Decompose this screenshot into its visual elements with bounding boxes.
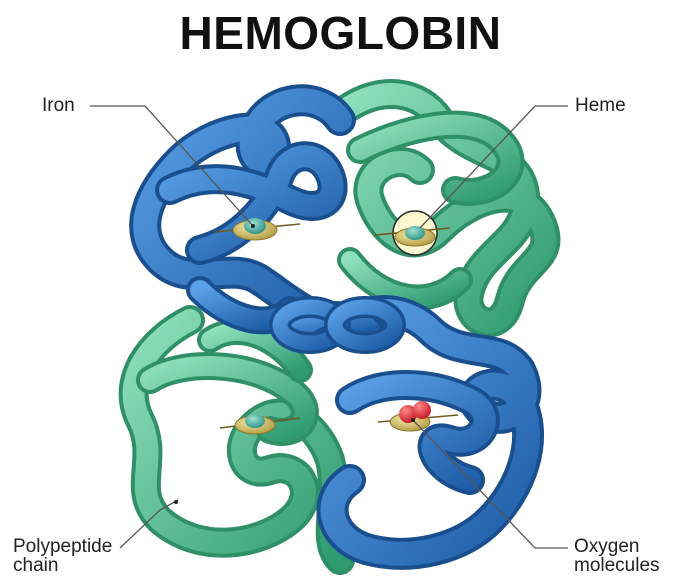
polypeptide-label-line1: Polypeptide: [13, 537, 112, 556]
beta-chain-top-right: [345, 94, 546, 322]
oxygen-label-line2: molecules: [574, 556, 660, 575]
polypeptide-chain-label: Polypeptide chain: [13, 537, 112, 575]
alpha-chain-top-left: [145, 100, 340, 320]
polypeptide-label-line2: chain: [13, 556, 112, 575]
heme-label: Heme: [575, 96, 626, 115]
oxygen-atom-icon: [413, 401, 431, 419]
iron-label: Iron: [42, 96, 75, 115]
oxygen-label-line1: Oxygen: [574, 537, 660, 556]
oxygen-molecules-label: Oxygen molecules: [574, 537, 660, 575]
beta-chain-bottom-left: [134, 320, 340, 560]
